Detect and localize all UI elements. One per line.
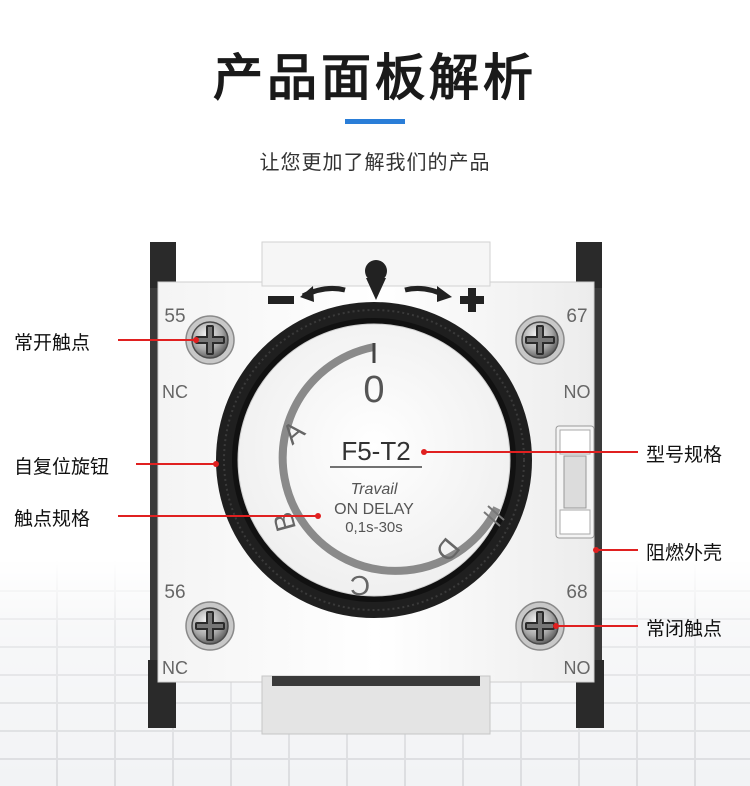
callout-flame-retardant-shell: 阻燃外壳 [646, 542, 723, 564]
dial-range: 0,1s-30s [345, 519, 403, 536]
callout-contact-spec: 触点规格 [14, 508, 91, 530]
dial-mark-c: C [350, 570, 370, 601]
callout-reset-knob: 自复位旋钮 [14, 456, 110, 478]
terminal-56-type: NC [162, 658, 188, 678]
callout-model: 型号规格 [646, 444, 723, 466]
terminal-68-type: NO [564, 658, 591, 678]
screw-icon[interactable] [185, 601, 235, 651]
terminal-56-number: 56 [164, 582, 185, 603]
terminal-68-number: 68 [566, 582, 587, 603]
callout-normally-open-contact: 常开触点 [14, 332, 91, 354]
pointer-icon [365, 260, 387, 282]
terminal-67-type: NO [564, 382, 591, 402]
callout-lines [118, 339, 638, 627]
dial-mode: ON DELAY [334, 501, 414, 518]
dial-brand: Travail [351, 481, 398, 498]
minus-icon [268, 296, 294, 304]
dial-scale-arc [278, 343, 501, 575]
screw-icon[interactable] [515, 315, 565, 365]
terminal-67-number: 67 [566, 306, 587, 327]
terminal-55-number: 55 [164, 306, 185, 327]
dial-mark-0: 0 [363, 369, 384, 411]
callout-normally-closed-contact: 常闭触点 [646, 618, 723, 640]
terminal-55-type: NC [162, 382, 188, 402]
dial-model: F5-T2 [341, 436, 410, 466]
page-subtitle: 让您更加了解我们的产品 [259, 150, 491, 174]
page-title: 产品面板解析 [213, 49, 537, 107]
title-underline [345, 119, 405, 124]
